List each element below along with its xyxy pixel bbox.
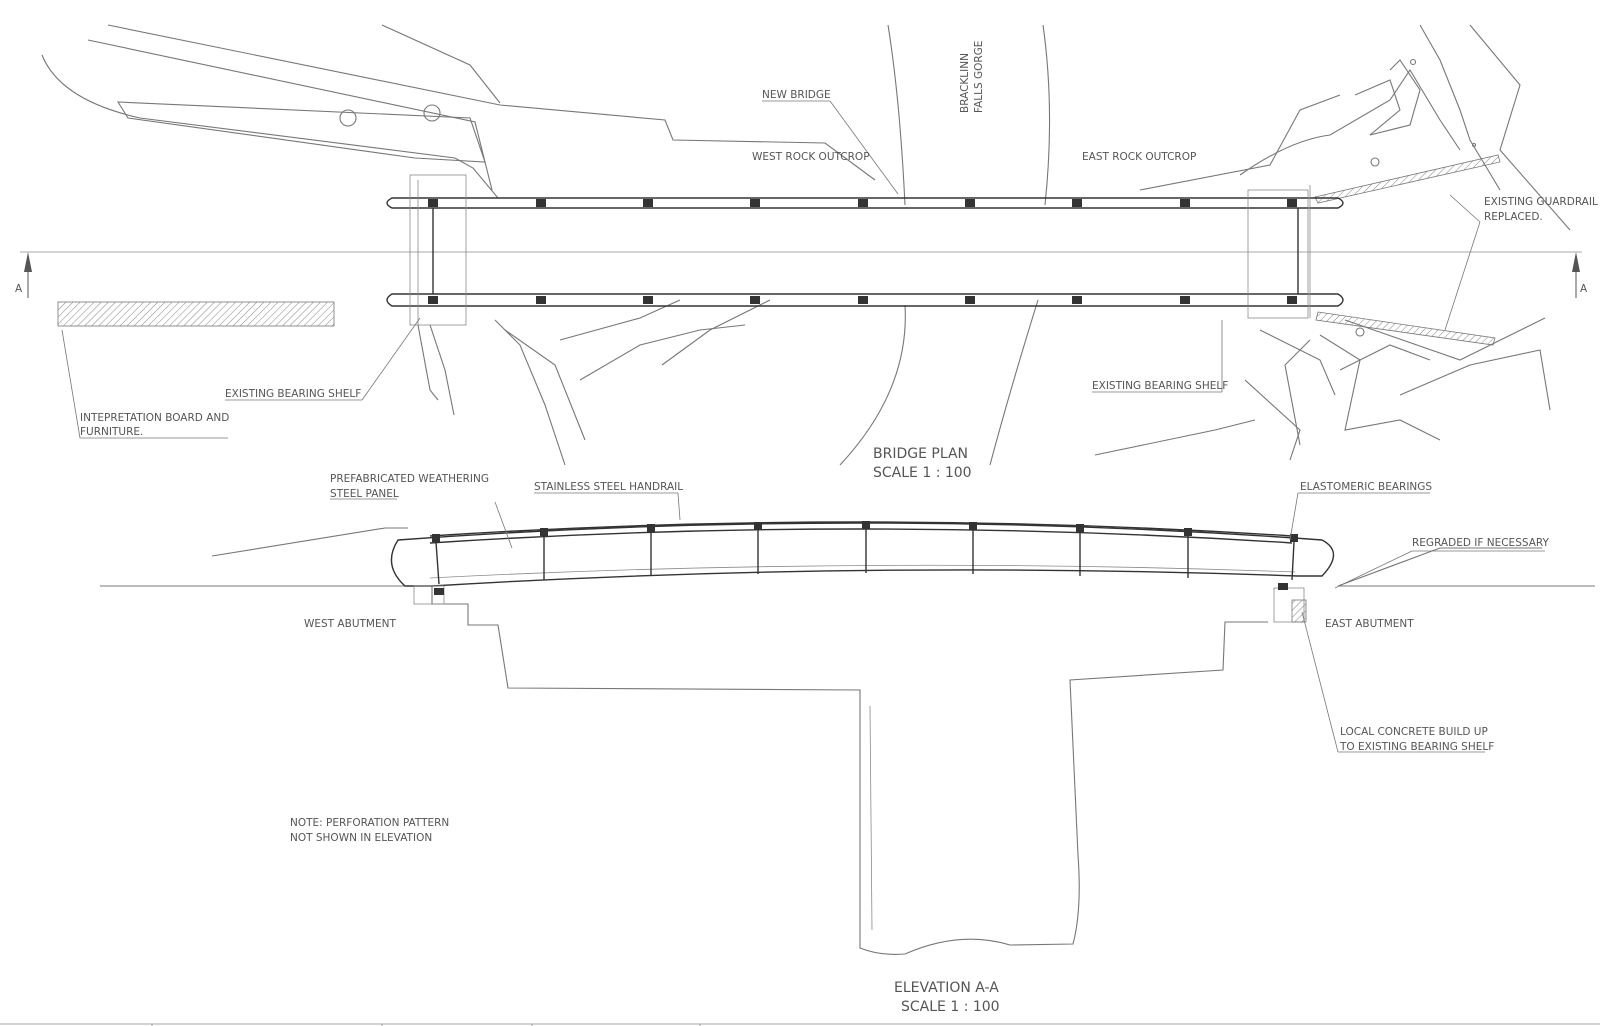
label-bearing-shelf-west: EXISTING BEARING SHELF <box>225 388 361 400</box>
label-concrete-line2: TO EXISTING BEARING SHELF <box>1339 741 1494 753</box>
label-handrail: STAINLESS STEEL HANDRAIL <box>534 481 683 493</box>
plan-terrain-contours <box>41 24 1571 466</box>
label-note-line2: NOT SHOWN IN ELEVATION <box>290 832 432 844</box>
plan-title: BRIDGE PLAN <box>873 446 968 462</box>
elevation-scale: SCALE 1 : 100 <box>901 999 1000 1015</box>
label-east-abutment: EAST ABUTMENT <box>1325 618 1414 630</box>
label-new-bridge: NEW BRIDGE <box>762 89 831 101</box>
label-bearing-shelf-east: EXISTING BEARING SHELF <box>1092 380 1228 392</box>
bridge-plan-view: NEW BRIDGE WEST ROCK OUTCROP EAST ROCK O… <box>15 24 1598 481</box>
label-guardrail-line2: REPLACED. <box>1484 211 1543 223</box>
label-weathering-line2: STEEL PANEL <box>330 488 399 500</box>
plan-scale: SCALE 1 : 100 <box>873 465 972 481</box>
label-interpretation-line2: FURNITURE. <box>80 426 143 438</box>
elevation-title: ELEVATION A-A <box>894 980 999 996</box>
label-gorge-line1: BRACKLINN <box>959 53 971 113</box>
bridge-deck-elevation <box>390 521 1335 623</box>
plan-leader-lines <box>61 100 1481 439</box>
interpretation-board <box>57 301 335 327</box>
label-elastomeric: ELASTOMERIC BEARINGS <box>1300 481 1432 493</box>
label-west-rock-outcrop: WEST ROCK OUTCROP <box>752 151 870 163</box>
handrail-posts-elevation <box>432 521 1298 585</box>
label-west-abutment: WEST ABUTMENT <box>304 618 396 630</box>
label-note-line1: NOTE: PERFORATION PATTERN <box>290 817 449 829</box>
label-guardrail-line1: EXISTING GUARDRAIL <box>1484 196 1598 208</box>
label-gorge-line2: FALLS GORGE <box>973 41 985 113</box>
section-mark-right: A <box>1580 283 1588 295</box>
section-line-a-a <box>20 251 1582 298</box>
existing-guardrail <box>1314 154 1501 346</box>
handrail-posts-plan <box>428 199 1297 304</box>
elevation-view: PREFABRICATED WEATHERING STEEL PANEL STA… <box>100 473 1595 1015</box>
post-row-north <box>428 199 1297 207</box>
section-mark-left: A <box>15 283 23 295</box>
label-interpretation-line1: INTEPRETATION BOARD AND <box>80 412 229 424</box>
bridge-deck-plan <box>386 174 1344 326</box>
label-concrete-line1: LOCAL CONCRETE BUILD UP <box>1340 726 1488 738</box>
post-row-south <box>428 296 1297 304</box>
elevation-leader-lines <box>330 492 1545 753</box>
label-east-rock-outcrop: EAST ROCK OUTCROP <box>1082 151 1196 163</box>
label-regraded: REGRADED IF NECESSARY <box>1412 537 1550 549</box>
label-weathering-line1: PREFABRICATED WEATHERING <box>330 473 489 485</box>
elevation-ground-profile <box>100 527 1595 955</box>
